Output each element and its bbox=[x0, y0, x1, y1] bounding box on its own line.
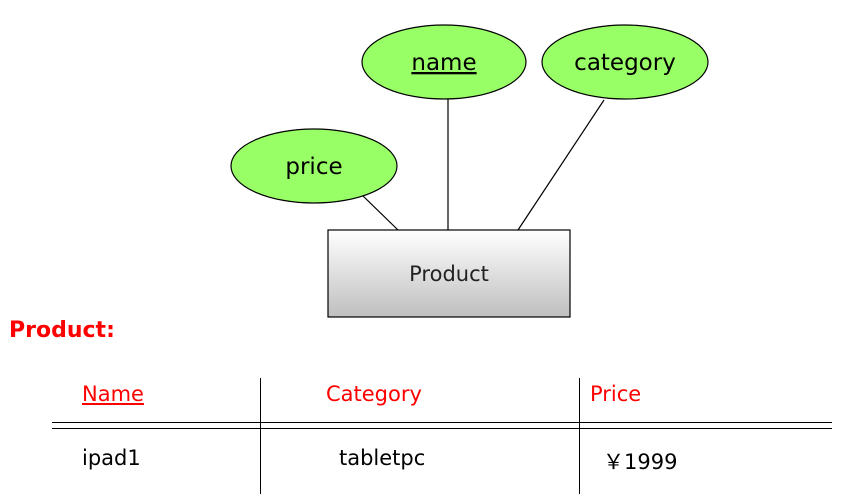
er-diagram: name category price Product bbox=[230, 24, 709, 318]
table-cell-price: ￥1999 bbox=[603, 450, 678, 474]
table-cell-category: tabletpc bbox=[339, 446, 426, 470]
attribute-price: price bbox=[230, 128, 398, 204]
connector-category bbox=[517, 99, 605, 231]
column-separator bbox=[579, 378, 580, 494]
table-cell-name: ipad1 bbox=[82, 446, 141, 470]
column-separator bbox=[260, 378, 261, 494]
column-header-name: Name bbox=[82, 382, 144, 406]
attribute-name: name bbox=[361, 24, 527, 100]
table-heading-title: Product bbox=[9, 318, 107, 343]
header-rule bbox=[52, 422, 832, 423]
table-heading-colon: : bbox=[106, 318, 115, 343]
connector-price bbox=[361, 194, 399, 231]
relation-table: Name Category Price ipad1 tabletpc ￥1999 bbox=[52, 378, 832, 494]
entity-product-label: Product bbox=[409, 262, 489, 286]
entity-product: Product bbox=[327, 229, 571, 318]
attribute-name-label: name bbox=[411, 50, 476, 76]
column-header-category: Category bbox=[326, 382, 422, 406]
attribute-category-label: category bbox=[574, 50, 676, 76]
attribute-category: category bbox=[541, 24, 709, 100]
header-rule bbox=[52, 428, 832, 429]
attribute-price-label: price bbox=[285, 154, 342, 180]
table-heading: Product: bbox=[9, 318, 115, 343]
column-header-price: Price bbox=[590, 382, 642, 406]
